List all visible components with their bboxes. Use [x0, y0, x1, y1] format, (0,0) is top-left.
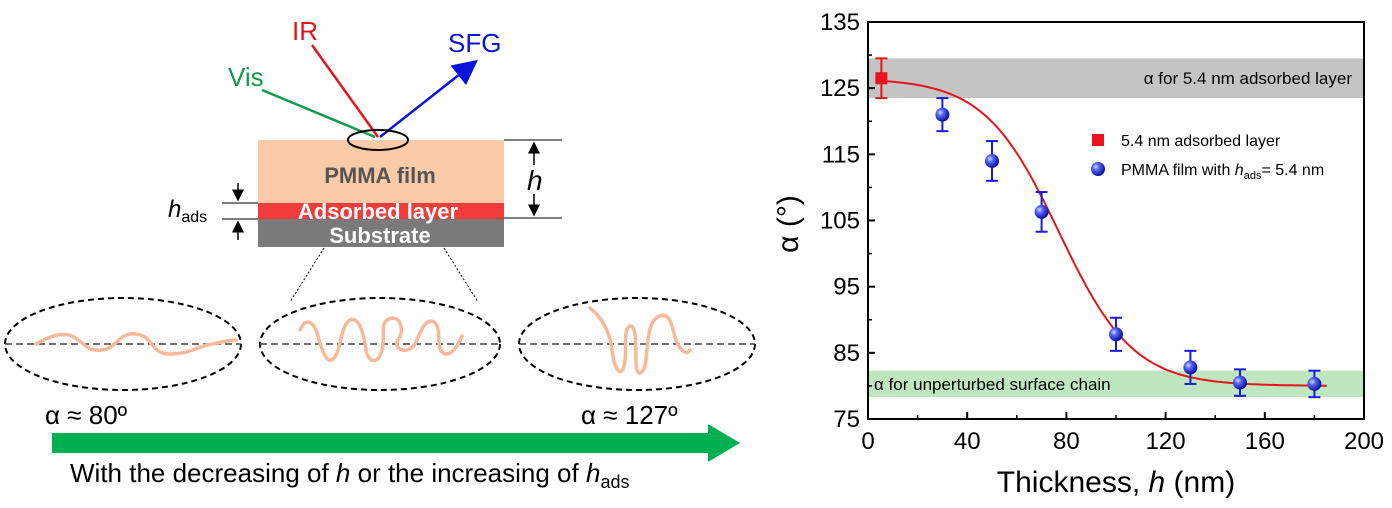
- chart-panel: α for 5.4 nm adsorbed layer α for unpertu…: [772, 9, 1384, 499]
- chain-ellipse-middle: [259, 297, 501, 391]
- y-tick-label: 75: [833, 406, 860, 433]
- h-label: h: [527, 165, 543, 196]
- alpha-right-label: α ≈ 127º: [581, 400, 678, 430]
- band-label-0: α for 5.4 nm adsorbed layer: [1144, 69, 1353, 88]
- vis-label: Vis: [228, 62, 264, 92]
- adsorbed-layer: [258, 203, 504, 219]
- data-point-film: [935, 107, 950, 122]
- sfg-beam: [379, 59, 478, 138]
- y-axis-label: α (°): [772, 195, 805, 253]
- data-point-film: [985, 153, 999, 168]
- data-point-film: [1233, 375, 1247, 390]
- x-tick-label: 200: [1344, 428, 1384, 455]
- x-tick-label: 120: [1146, 428, 1186, 455]
- zoom-line-right: [443, 247, 479, 303]
- y-tick-label: 115: [822, 141, 860, 168]
- chain-upright: [588, 306, 692, 375]
- legend-item-adsorbed: 5.4 nm adsorbed layer: [1121, 133, 1281, 150]
- reference-band-0: [868, 58, 1364, 99]
- data-point-film: [1109, 327, 1123, 342]
- chain-flat: [34, 332, 238, 356]
- chain-wavy: [298, 316, 464, 363]
- data-point-adsorbed: [875, 72, 888, 85]
- x-tick-label: 0: [861, 428, 874, 455]
- legend: 5.4 nm adsorbed layer PMMA film with had…: [1091, 133, 1324, 182]
- x-axis-label: Thickness, h (nm): [997, 466, 1235, 499]
- substrate-label: Substrate: [329, 223, 430, 248]
- vis-beam: [261, 88, 376, 139]
- reference-band-1: [868, 370, 1364, 398]
- y-tick-label: 95: [833, 274, 860, 301]
- fit-curve: [875, 79, 1327, 387]
- x-tick-label: 160: [1245, 428, 1285, 455]
- y-tick-label: 135: [820, 9, 860, 36]
- data-point-film: [1034, 204, 1049, 219]
- ir-beam: [310, 44, 380, 138]
- ir-label: IR: [292, 16, 318, 46]
- trend-arrow-head: [708, 424, 740, 462]
- y-tick-label: 125: [820, 75, 860, 102]
- adsorbed-layer-label: Adsorbed layer: [298, 199, 459, 224]
- fit-layer: [875, 79, 1327, 387]
- substrate-layer: [258, 219, 504, 247]
- legend-marker-sphere: [1091, 162, 1105, 176]
- y-tick-label: 105: [820, 208, 860, 235]
- x-tick-label: 80: [1053, 428, 1080, 455]
- zoom-line-left: [289, 247, 325, 303]
- trend-caption: With the decreasing of h or the increasi…: [70, 458, 629, 492]
- hads-label: hads: [168, 196, 207, 226]
- schematic-panel: IR SFG Vis PMMA film Adsorbed layer Subs…: [4, 16, 756, 492]
- alpha-left-label: α ≈ 80º: [45, 400, 128, 430]
- chain-ellipse-right: [518, 297, 756, 391]
- trend-arrow-shaft: [52, 433, 712, 453]
- band-label-1: α for unperturbed surface chain: [874, 375, 1111, 394]
- legend-marker-square: [1092, 134, 1104, 146]
- points-layer: [875, 72, 1322, 391]
- bands-layer: α for 5.4 nm adsorbed layer α for unpertu…: [868, 58, 1364, 398]
- legend-item-film: PMMA film with hads= 5.4 nm: [1121, 162, 1324, 182]
- data-point-film: [1307, 376, 1322, 391]
- chain-ellipse-left: [4, 297, 242, 391]
- sfg-label: SFG: [448, 28, 501, 58]
- x-tick-label: 40: [954, 428, 981, 455]
- data-point-film: [1183, 360, 1198, 375]
- probe-spot: [347, 129, 409, 151]
- ticks-layer: 0 40 80 120 160 200 75 85 95 105 115 125 135: [820, 9, 1384, 455]
- pmma-film-label: PMMA film: [324, 163, 436, 188]
- y-tick-label: 85: [833, 340, 860, 367]
